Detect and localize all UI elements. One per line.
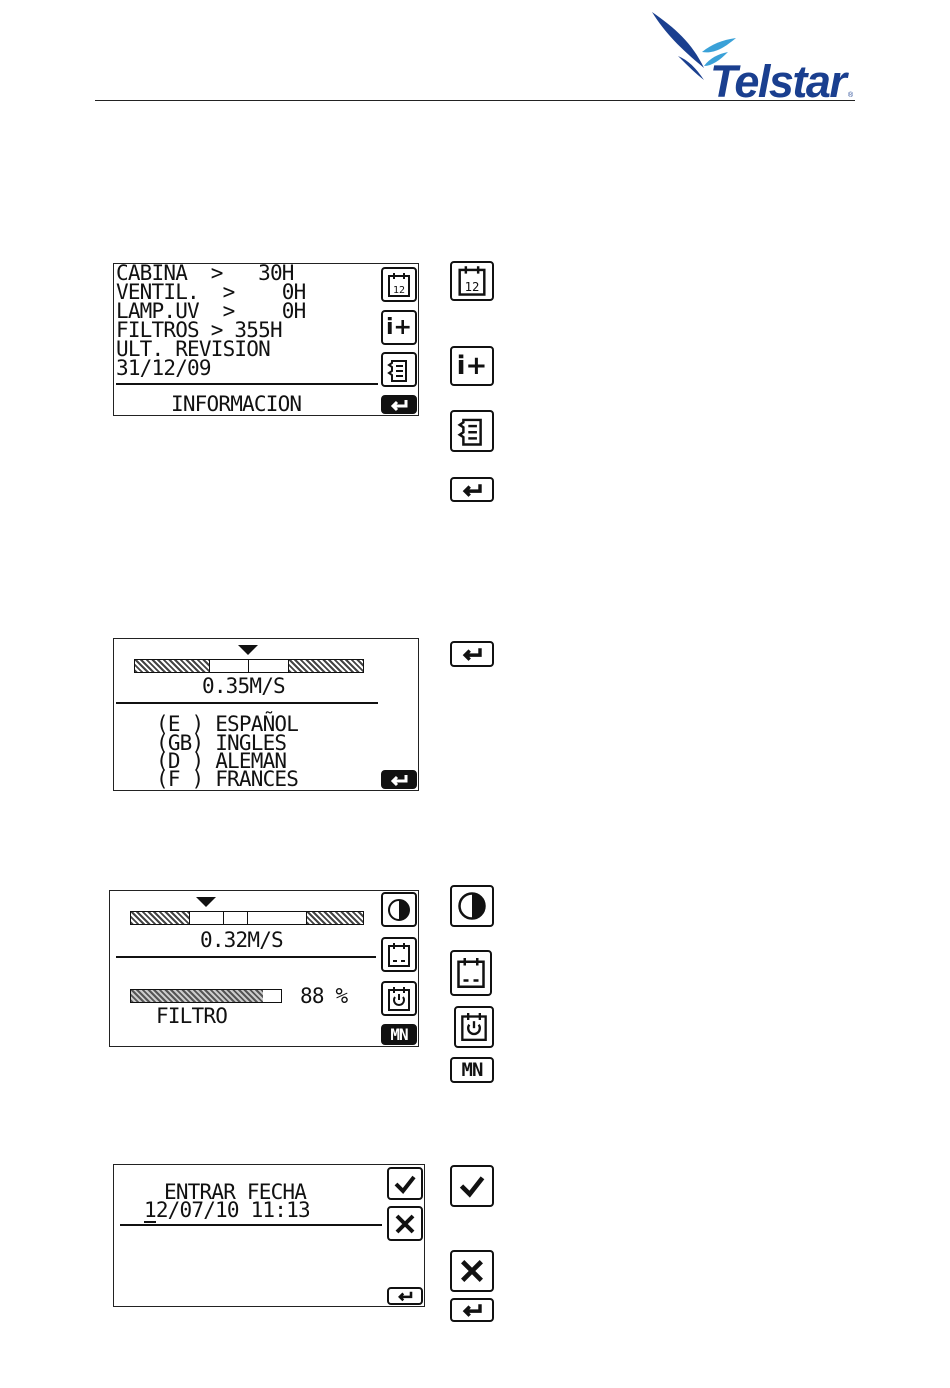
filter-bar — [130, 989, 282, 1003]
legend-mn: MN — [450, 1057, 494, 1083]
return-icon — [387, 398, 411, 412]
main-screen: 0.32M/S 88 % FILTRO — [109, 890, 419, 1047]
legend-return-1 — [450, 477, 494, 502]
lang-option-f[interactable]: (F ) FRANCES — [156, 770, 298, 789]
info-plus-button[interactable]: i+ — [381, 310, 417, 345]
legend-calendar: 12 — [450, 261, 494, 301]
cancel-button[interactable] — [387, 1206, 423, 1241]
mn-icon: MN — [462, 1061, 483, 1080]
speed-bar-tick-b — [247, 911, 248, 925]
speed-bar-left — [130, 911, 190, 925]
calendar-blank-button[interactable] — [381, 937, 417, 972]
lang-divider — [116, 702, 378, 704]
return-icon — [387, 773, 411, 787]
speed-bar-center — [189, 911, 307, 925]
info-line-date: 31/12/09 — [116, 359, 211, 378]
calendar-button[interactable]: 12 — [381, 267, 417, 302]
legend-power — [454, 1006, 494, 1048]
registered-mark: ® — [848, 92, 853, 99]
calendar-blank-icon — [456, 956, 486, 990]
power-icon — [387, 986, 411, 1012]
mn-icon: MN — [390, 1027, 407, 1043]
legend-return-2 — [450, 641, 494, 667]
contrast-icon — [387, 898, 411, 922]
calendar-blank-icon — [387, 942, 411, 968]
speed-bar-tick-a — [223, 911, 224, 925]
confirm-button[interactable] — [387, 1167, 423, 1200]
close-icon — [458, 1257, 486, 1285]
info-plus-icon: i+ — [457, 353, 488, 379]
speed-bar-left — [134, 659, 210, 673]
mn-button[interactable]: MN — [381, 1024, 417, 1045]
date-return-button[interactable] — [387, 1287, 423, 1305]
check-icon — [393, 1173, 417, 1195]
filter-log-icon — [457, 415, 487, 447]
legend-calendar-label: 12 — [465, 280, 480, 294]
filter-percent: 88 % — [300, 987, 347, 1006]
filter-log-icon — [387, 357, 411, 383]
lang-speed-value: 0.35M/S — [202, 677, 285, 696]
contrast-button[interactable] — [381, 892, 417, 927]
legend-close — [450, 1250, 494, 1292]
speed-pointer-icon — [238, 645, 258, 655]
legend-check — [450, 1165, 494, 1207]
filter-log-button[interactable] — [381, 352, 417, 387]
legend-info-plus: i+ — [450, 346, 494, 386]
date-cursor — [144, 1221, 156, 1223]
main-divider — [116, 956, 376, 958]
header-rule — [95, 100, 855, 101]
info-divider — [116, 383, 378, 385]
main-speed-value: 0.32M/S — [200, 931, 283, 950]
close-icon — [393, 1212, 417, 1236]
power-timer-button[interactable] — [381, 981, 417, 1016]
legend-return-3 — [450, 1298, 494, 1322]
check-icon — [458, 1173, 486, 1199]
power-icon — [460, 1011, 488, 1043]
legend-calendar-blank — [450, 950, 492, 996]
return-icon — [458, 482, 486, 498]
calendar-icon-label: 12 — [393, 285, 405, 296]
date-screen: ENTRAR FECHA 12/07/10 11:13 — [113, 1164, 425, 1307]
legend-filter-log — [450, 410, 494, 452]
return-icon — [458, 1302, 486, 1318]
speed-bar-tick — [248, 659, 249, 673]
filter-bar-fill — [131, 990, 263, 1002]
speed-bar-center — [209, 659, 289, 673]
calendar-icon: 12 — [457, 265, 487, 297]
calendar-icon: 12 — [387, 272, 411, 298]
contrast-icon — [457, 891, 487, 921]
language-screen: 0.35M/S (E ) ESPAÑOL (GB) INGLES (D ) AL… — [113, 638, 419, 791]
info-return-button[interactable] — [381, 395, 417, 414]
return-icon — [458, 646, 486, 662]
info-screen: CABINA > 30H VENTIL. > 0H LAMP.UV > 0H F… — [113, 263, 419, 416]
legend-contrast — [450, 885, 494, 927]
date-value[interactable]: 12/07/10 11:13 — [144, 1201, 310, 1220]
date-divider — [120, 1224, 382, 1226]
info-plus-icon: i+ — [386, 317, 412, 339]
speed-pointer-icon — [196, 897, 216, 907]
return-icon — [394, 1290, 416, 1302]
speed-bar-right — [288, 659, 364, 673]
filter-label: FILTRO — [156, 1007, 227, 1026]
lang-return-button[interactable] — [381, 770, 417, 789]
info-footer-title: INFORMACION — [171, 395, 301, 414]
speed-bar-right — [306, 911, 364, 925]
